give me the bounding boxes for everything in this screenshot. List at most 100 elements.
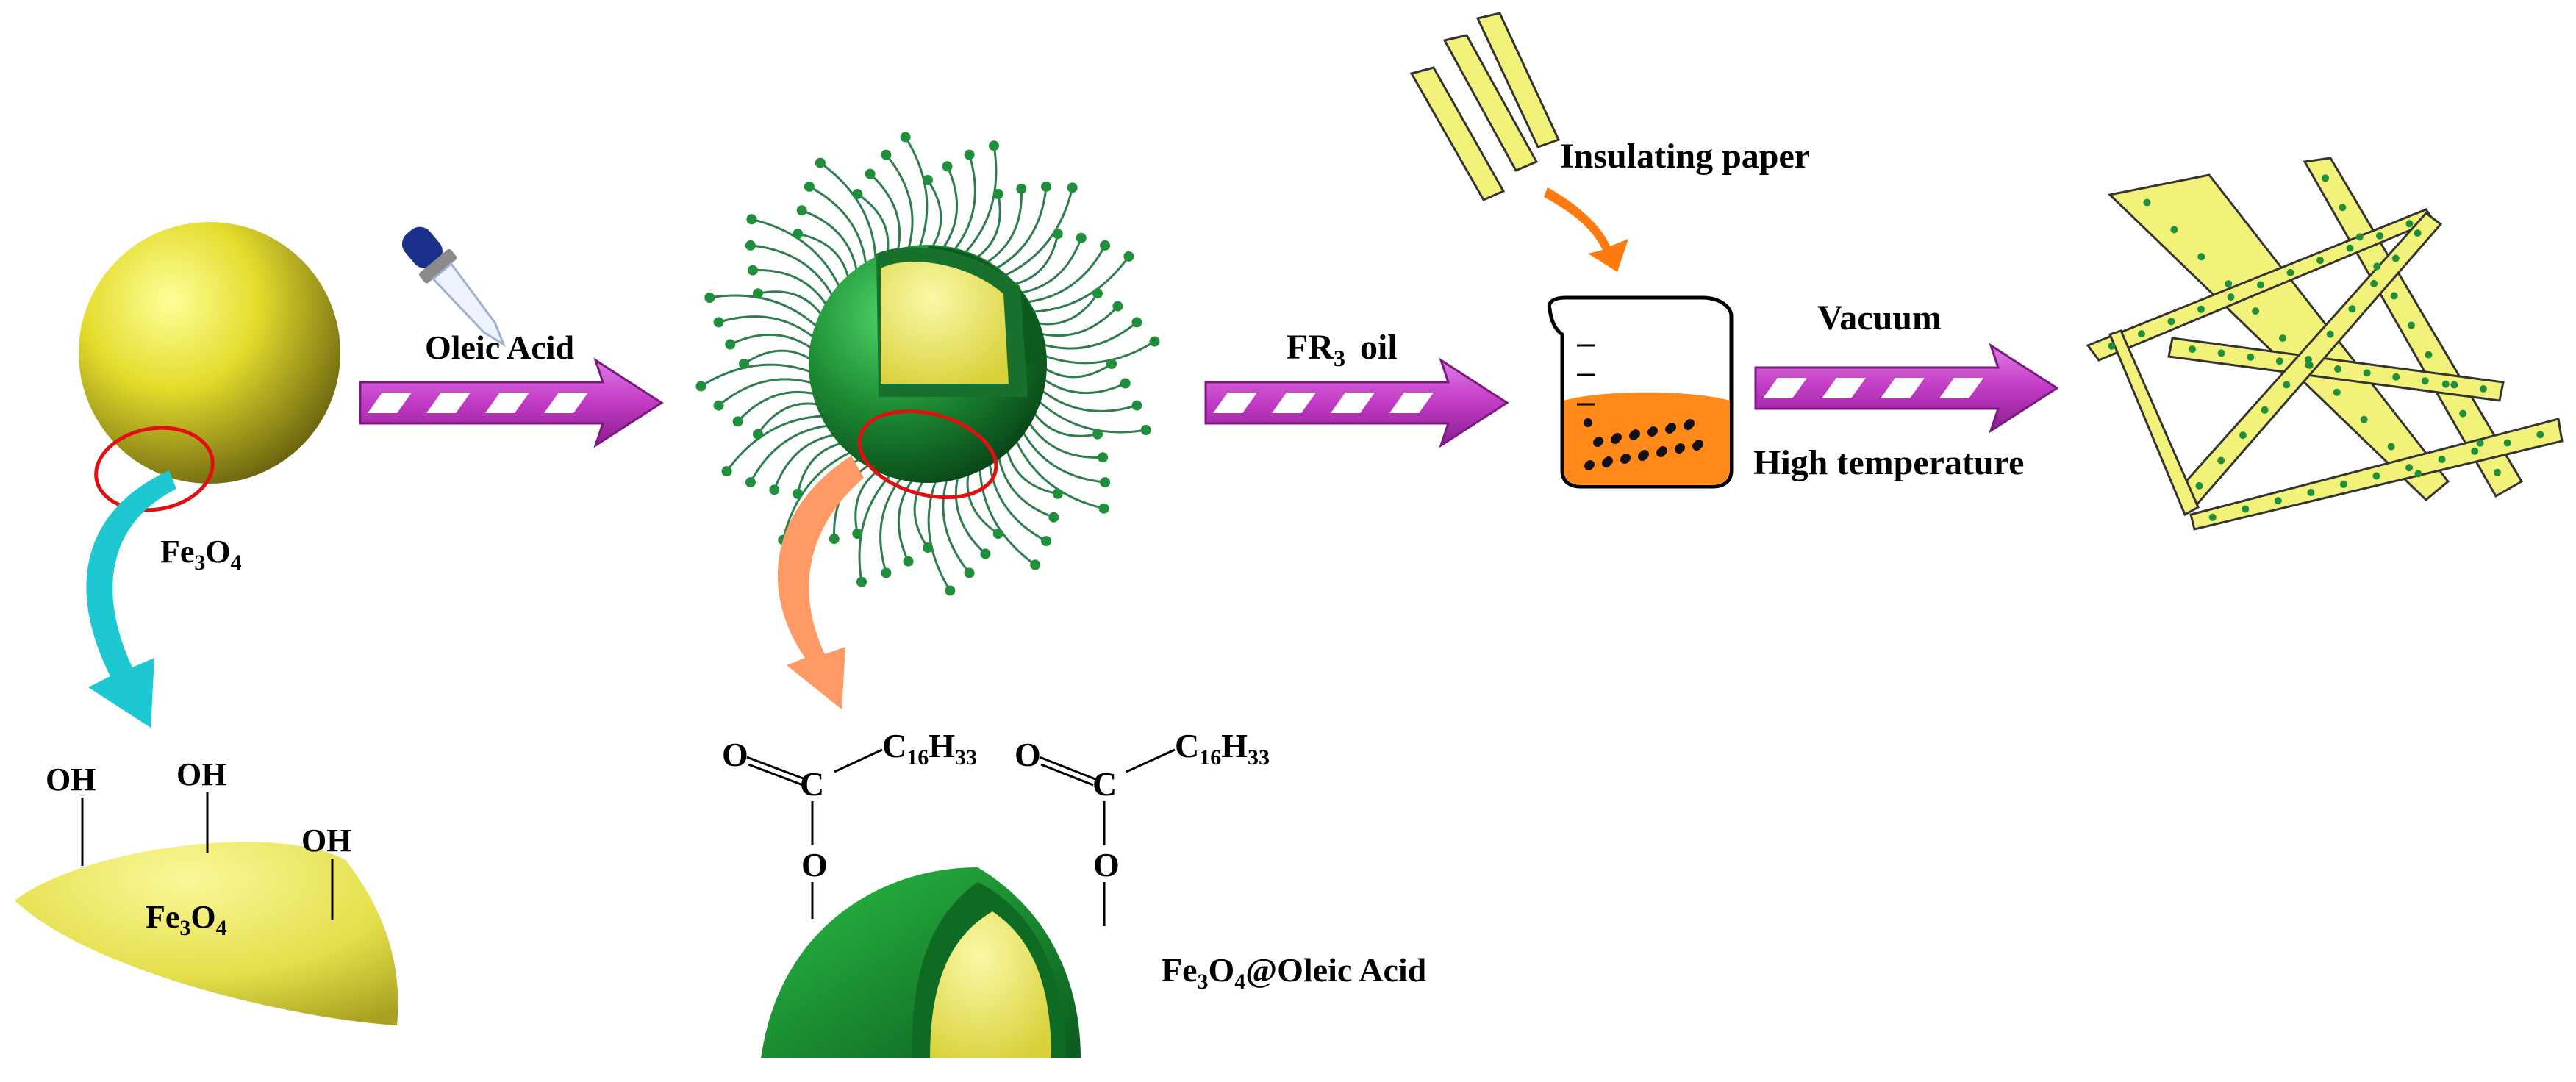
chain-end-dot [980, 548, 991, 559]
mesh-dot [2360, 415, 2368, 423]
oleic-chain [978, 461, 1036, 566]
mesh-dot [2441, 380, 2450, 388]
oleic-chain [997, 187, 1074, 280]
mesh-dot [2252, 307, 2260, 315]
chain-end-dot [793, 229, 804, 240]
particle-dot [1622, 454, 1631, 462]
oleic-chain [913, 473, 929, 548]
chain-end-dot [1052, 229, 1063, 240]
oleic-chain [773, 432, 843, 490]
mesh-dot [2279, 334, 2286, 342]
mesh-dot [2305, 356, 2312, 363]
oleic-chain [897, 473, 918, 562]
oleic-chain [879, 471, 907, 573]
chain-end-dot [721, 466, 732, 477]
oleic-chain [1019, 245, 1106, 304]
oleic-chain [858, 468, 897, 582]
chain-end-dot [1098, 452, 1109, 463]
oleic-chain [737, 390, 823, 423]
chain-end-dot [1112, 301, 1123, 312]
oleic-chain [996, 448, 1054, 519]
mesh-dot [2372, 472, 2380, 480]
mesh-dot [2405, 464, 2414, 472]
mesh-dot [2242, 505, 2250, 513]
mesh-dot [2170, 226, 2178, 234]
chain-end-dot [1149, 336, 1160, 347]
chain-end-dot [992, 529, 1003, 539]
coated-nanoparticle [695, 132, 1160, 596]
oleic-chain [987, 455, 1047, 542]
chain-end-dot [1030, 559, 1041, 570]
mesh-dot [2391, 254, 2400, 262]
mesh-dot [2405, 220, 2414, 228]
mesh-dot [2438, 456, 2446, 463]
chain-end-dot [903, 556, 914, 567]
oleic-chain [1035, 384, 1137, 412]
c16h33-right: C16H33 [1175, 727, 1270, 770]
chain-end-dot [804, 181, 815, 192]
oleic-chain [743, 349, 818, 365]
mesh-dot [2339, 480, 2347, 488]
mesh-dot [2425, 351, 2433, 359]
particle-dot [1659, 446, 1667, 455]
arrow-vacuum [1754, 344, 2058, 432]
chain-end-dot [1100, 477, 1111, 488]
oleic-acid-cap: O C C16H33 O O C C16H33 O [722, 727, 1270, 1058]
particle-dot [1604, 456, 1613, 465]
chain-end-dot [992, 189, 1003, 199]
mesh-dot [2373, 262, 2381, 270]
mesh-dot [2167, 318, 2175, 326]
oleic-chain [937, 165, 959, 255]
chain-end-dot [900, 132, 911, 143]
mesh-dot [2363, 369, 2371, 377]
mesh-dot [2494, 468, 2501, 476]
orange-curved-arrow [1544, 187, 1628, 272]
chain-end-dot [793, 488, 804, 499]
mesh-dot [2225, 280, 2233, 288]
chain-end-dot [881, 149, 892, 160]
mesh-dot [2333, 388, 2341, 396]
particle-dot [1640, 450, 1649, 459]
mesh-dot [2197, 305, 2205, 313]
oleic-chain [820, 162, 877, 267]
oleic-chain [948, 154, 976, 257]
chain-end-dot [745, 240, 756, 251]
oleic-chain [1004, 441, 1059, 495]
chain-end-dot [829, 534, 840, 545]
chain-end-dot [1106, 359, 1117, 369]
oleic-chain [729, 333, 819, 354]
insulating-paper-strips [1409, 12, 1561, 201]
oleic-chain [750, 244, 837, 304]
chain-end-dot [704, 293, 715, 303]
mesh-dot [2217, 349, 2225, 357]
insulating-paper-label: Insulating paper [1560, 137, 1810, 176]
chain-end-dot [1041, 536, 1052, 547]
mesh-dot [2408, 321, 2415, 329]
particle-dot [1695, 440, 1703, 448]
oleic-chain [718, 315, 820, 343]
chain-end-dot [747, 265, 758, 276]
particle-dot [1595, 437, 1603, 445]
chain-end-dot [1092, 429, 1103, 440]
mesh-dot [2334, 365, 2341, 373]
particle-dot [1649, 426, 1658, 435]
mesh-dot [2197, 253, 2205, 261]
mesh-dot [2346, 244, 2354, 252]
vacuum-label: Vacuum [1817, 298, 1942, 337]
oleic-chain [1012, 433, 1104, 510]
mesh-dot [2387, 443, 2395, 451]
chain-end-dot [746, 214, 757, 225]
oleic-chain [718, 378, 820, 406]
chain-end-dot [753, 288, 763, 299]
chain-end-dot [923, 542, 933, 553]
mesh-dot [2536, 431, 2544, 439]
oleic-chain [1029, 293, 1099, 326]
chain-end-dot [1052, 488, 1063, 499]
mesh-dot [2480, 385, 2487, 393]
chain-end-dot [1092, 288, 1103, 299]
chain-end-dot [713, 400, 724, 411]
mesh-dot [2108, 342, 2116, 350]
chain-end-dot [852, 529, 863, 539]
